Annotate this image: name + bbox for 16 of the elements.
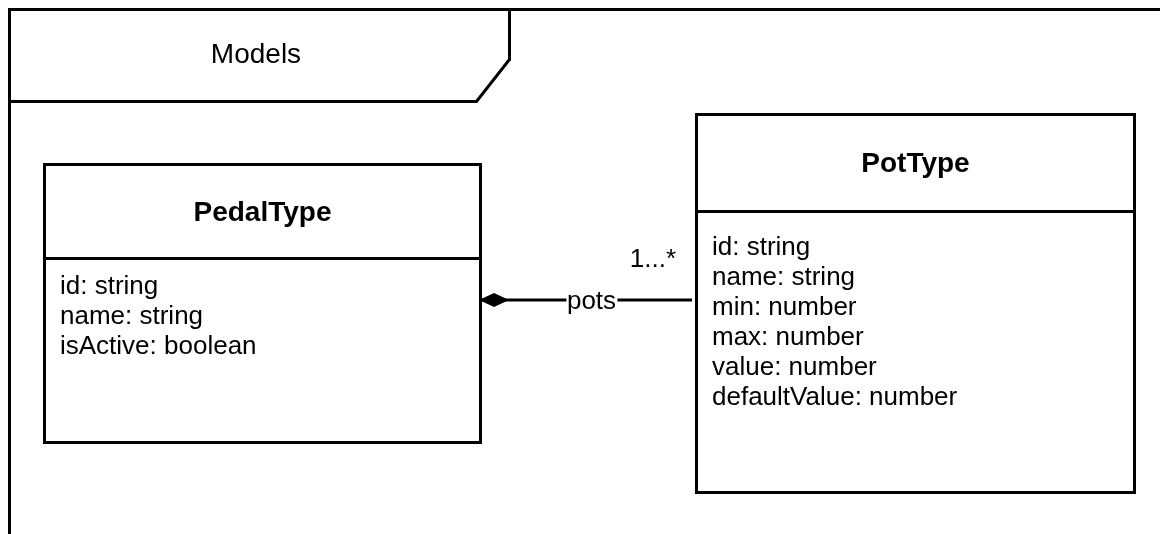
attribute-text: isActive: boolean [59, 330, 258, 360]
attribute-text: name: string [711, 261, 857, 291]
attribute-text: min: number [711, 291, 858, 321]
package-frame [8, 8, 1160, 534]
multiplicity-label: 1...* [629, 243, 676, 273]
attribute-text: value: number [711, 351, 878, 381]
class-name: PedalType [46, 166, 479, 260]
attribute-text: defaultValue: number [711, 381, 959, 411]
class-name: PotType [698, 116, 1133, 213]
attribute-text: name: string [59, 300, 205, 330]
class-box [43, 163, 482, 444]
class-box [695, 113, 1136, 494]
frame-title: Models [209, 37, 303, 71]
attribute-text: max: number [711, 321, 865, 351]
attribute-text: id: string [59, 270, 160, 300]
attribute-text: id: string [711, 231, 812, 261]
